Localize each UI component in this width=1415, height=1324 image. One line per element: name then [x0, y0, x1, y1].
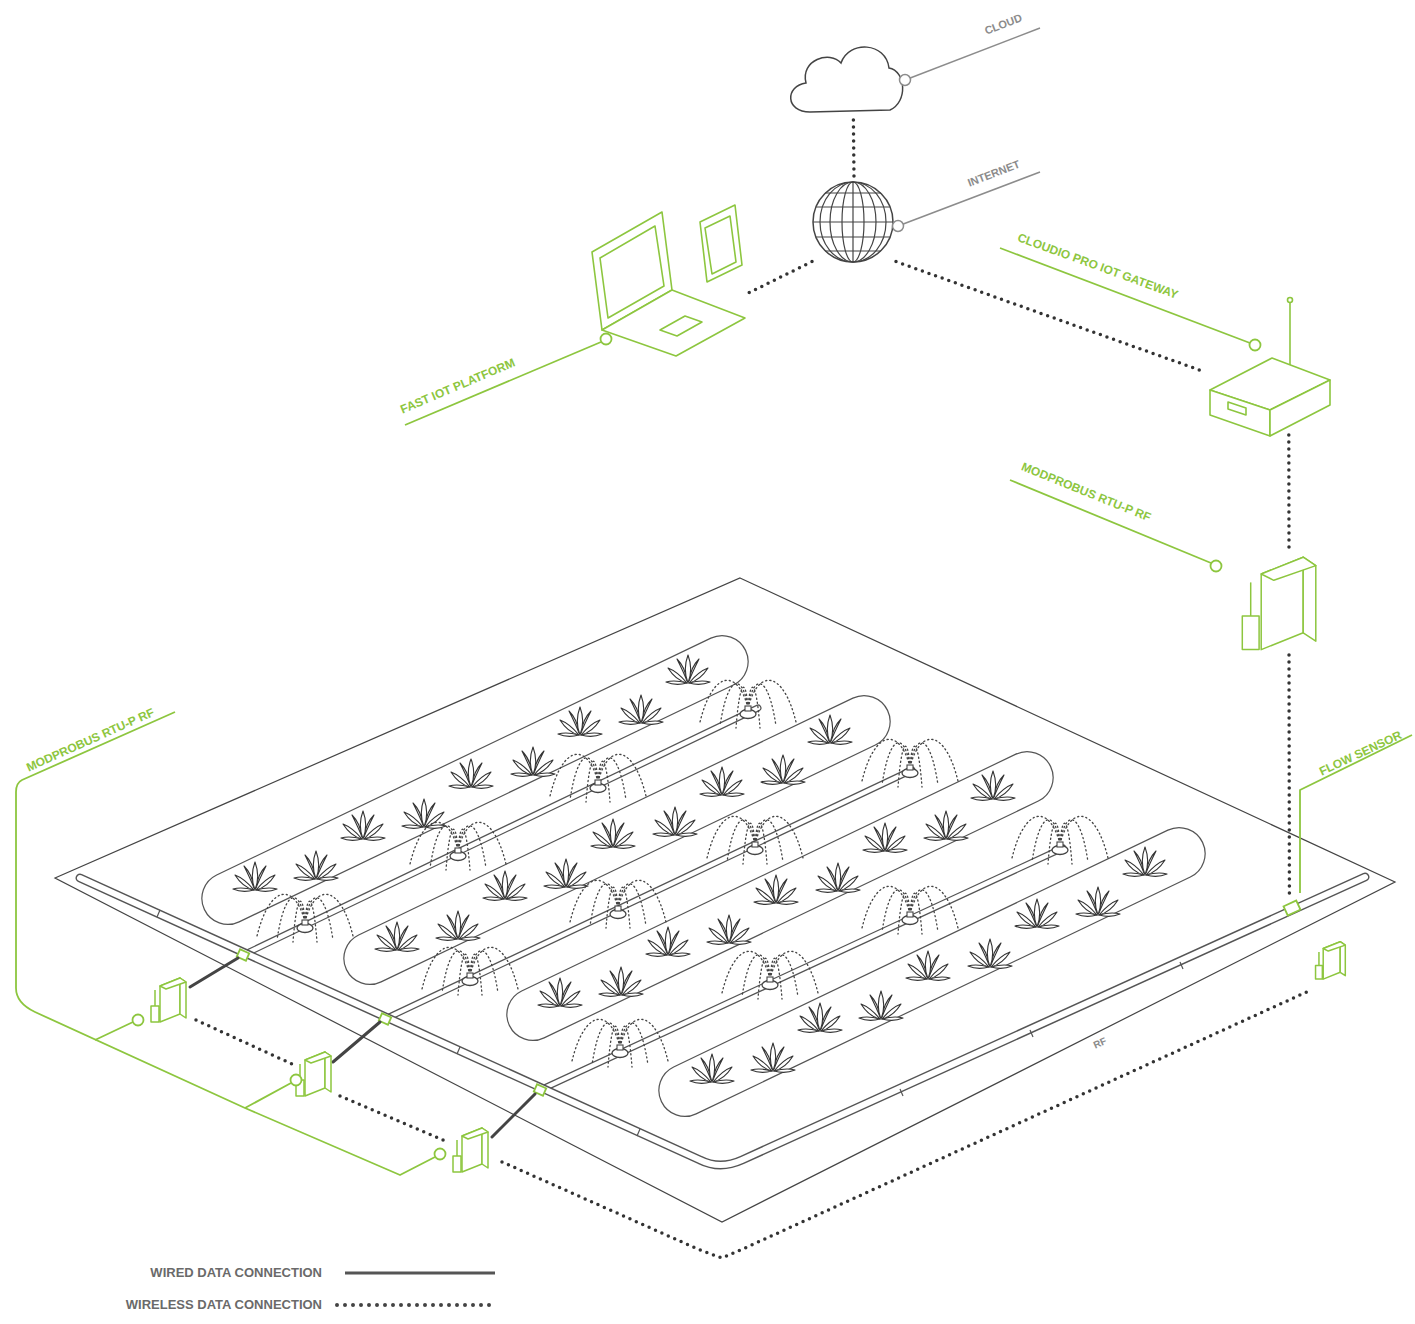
callout-label: MODPROBUS RTU-P RF [24, 705, 156, 774]
flow-sensor-node: FLOW SENSOR [1275, 895, 1347, 990]
cloud-node: CLOUD [785, 45, 905, 120]
callout-label: INTERNET [965, 157, 1021, 190]
wireless-link [1287, 655, 1291, 895]
legend-sample [345, 1272, 495, 1275]
legend-text: WIRELESS DATA CONNECTION [126, 1297, 322, 1312]
platform-node: FAST IOT PLATFORM [588, 205, 748, 357]
legend-text: WIRED DATA CONNECTION [150, 1265, 322, 1280]
legend-entry: WIRED DATA CONNECTION [22, 1265, 322, 1281]
wireless-link [852, 120, 856, 178]
wireless-link [748, 262, 812, 294]
callout-label: FLOW SENSOR [1317, 728, 1404, 778]
gateway-node: CLOUDIO PRO IOT GATEWAY [1205, 295, 1330, 435]
legend-entry: WIRELESS DATA CONNECTION [22, 1297, 322, 1313]
callout-label: CLOUDIO PRO IOT GATEWAY [1016, 230, 1181, 301]
legend-sample [337, 1303, 495, 1307]
edge-label: RF [1092, 1035, 1109, 1051]
rtu-node: MODPROBUS RTU-P RF [1225, 550, 1325, 655]
rtu-group-node: MODPROBUS RTU-P RF [140, 970, 502, 1182]
callout-label: CLOUD [982, 10, 1024, 37]
wireless-link [1287, 435, 1291, 550]
wireless-link [502, 990, 1311, 1258]
wireless-link [896, 262, 1205, 372]
internet-node: INTERNET [812, 178, 896, 266]
